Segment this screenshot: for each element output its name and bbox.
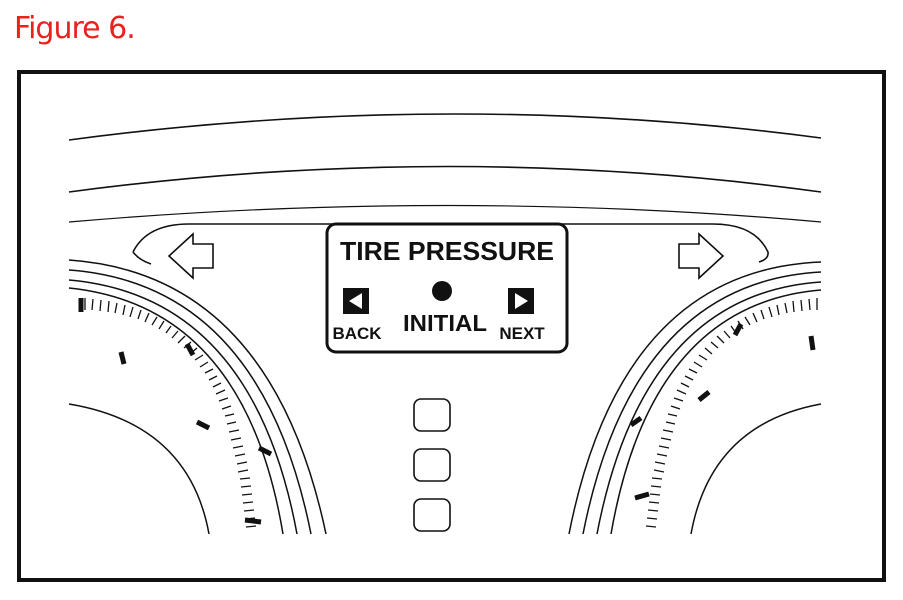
instrument-cluster-diagram: TIRE PRESSURE BACK INITIAL NEXT xyxy=(68,113,822,535)
figure-label: Figure 6. xyxy=(14,11,136,46)
display-title: TIRE PRESSURE xyxy=(340,236,554,266)
next-label: NEXT xyxy=(499,324,545,343)
right-gauge-major-ticks xyxy=(629,322,816,501)
indicator-lamp xyxy=(413,498,451,532)
cluster-hood-arcs xyxy=(68,113,822,223)
back-button[interactable] xyxy=(343,288,369,314)
left-gauge xyxy=(68,259,327,535)
next-button[interactable] xyxy=(508,288,534,314)
arrow-bar-outline xyxy=(132,223,769,263)
indicator-lamp xyxy=(413,448,451,482)
back-label: BACK xyxy=(332,324,382,343)
right-arrow-icon xyxy=(678,232,725,280)
indicator-lamps xyxy=(413,398,451,532)
initial-label: INITIAL xyxy=(403,310,487,336)
left-gauge-major-ticks xyxy=(78,298,273,525)
triangle-right-icon xyxy=(515,293,528,309)
initial-indicator-icon xyxy=(432,281,452,301)
right-gauge-ticks xyxy=(645,298,818,528)
figure-frame: TIRE PRESSURE BACK INITIAL NEXT xyxy=(17,70,886,582)
triangle-left-icon xyxy=(349,293,362,309)
indicator-lamp xyxy=(413,398,451,432)
right-gauge xyxy=(568,261,822,535)
left-arrow-icon xyxy=(167,232,214,280)
